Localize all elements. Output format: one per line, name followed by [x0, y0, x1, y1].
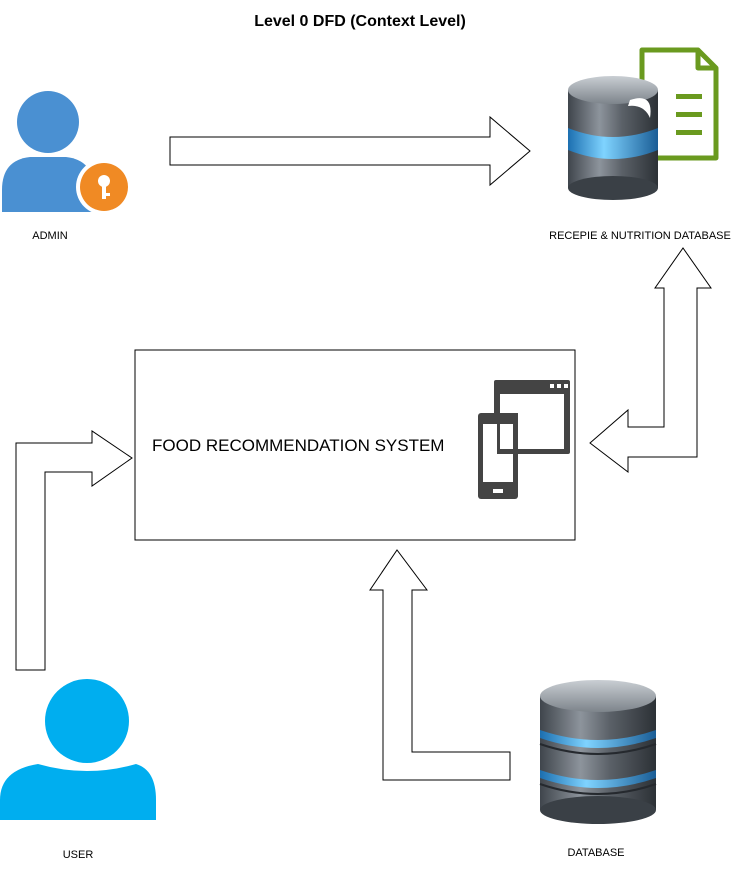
- user-label: USER: [63, 849, 94, 861]
- database-label: DATABASE: [567, 847, 624, 859]
- flow-user-to-system: [15, 430, 133, 671]
- system-label: FOOD RECOMMENDATION SYSTEM: [152, 436, 444, 455]
- user-icon: [0, 679, 156, 820]
- desktop-mobile-icon: [478, 380, 570, 499]
- database-icon: [539, 680, 657, 824]
- admin-label: ADMIN: [32, 230, 68, 242]
- admin-user-key-icon: [2, 91, 132, 215]
- database-document-icon: [568, 47, 719, 200]
- flow-database-to-system: [369, 549, 511, 781]
- diagram-title: Level 0 DFD (Context Level): [254, 13, 466, 30]
- flow-admin-to-recipe-db: [169, 115, 531, 187]
- recipe-db-label: RECEPIE & NUTRITION DATABASE: [549, 230, 731, 242]
- flow-system-recipe-db-bidirectional: [589, 247, 712, 474]
